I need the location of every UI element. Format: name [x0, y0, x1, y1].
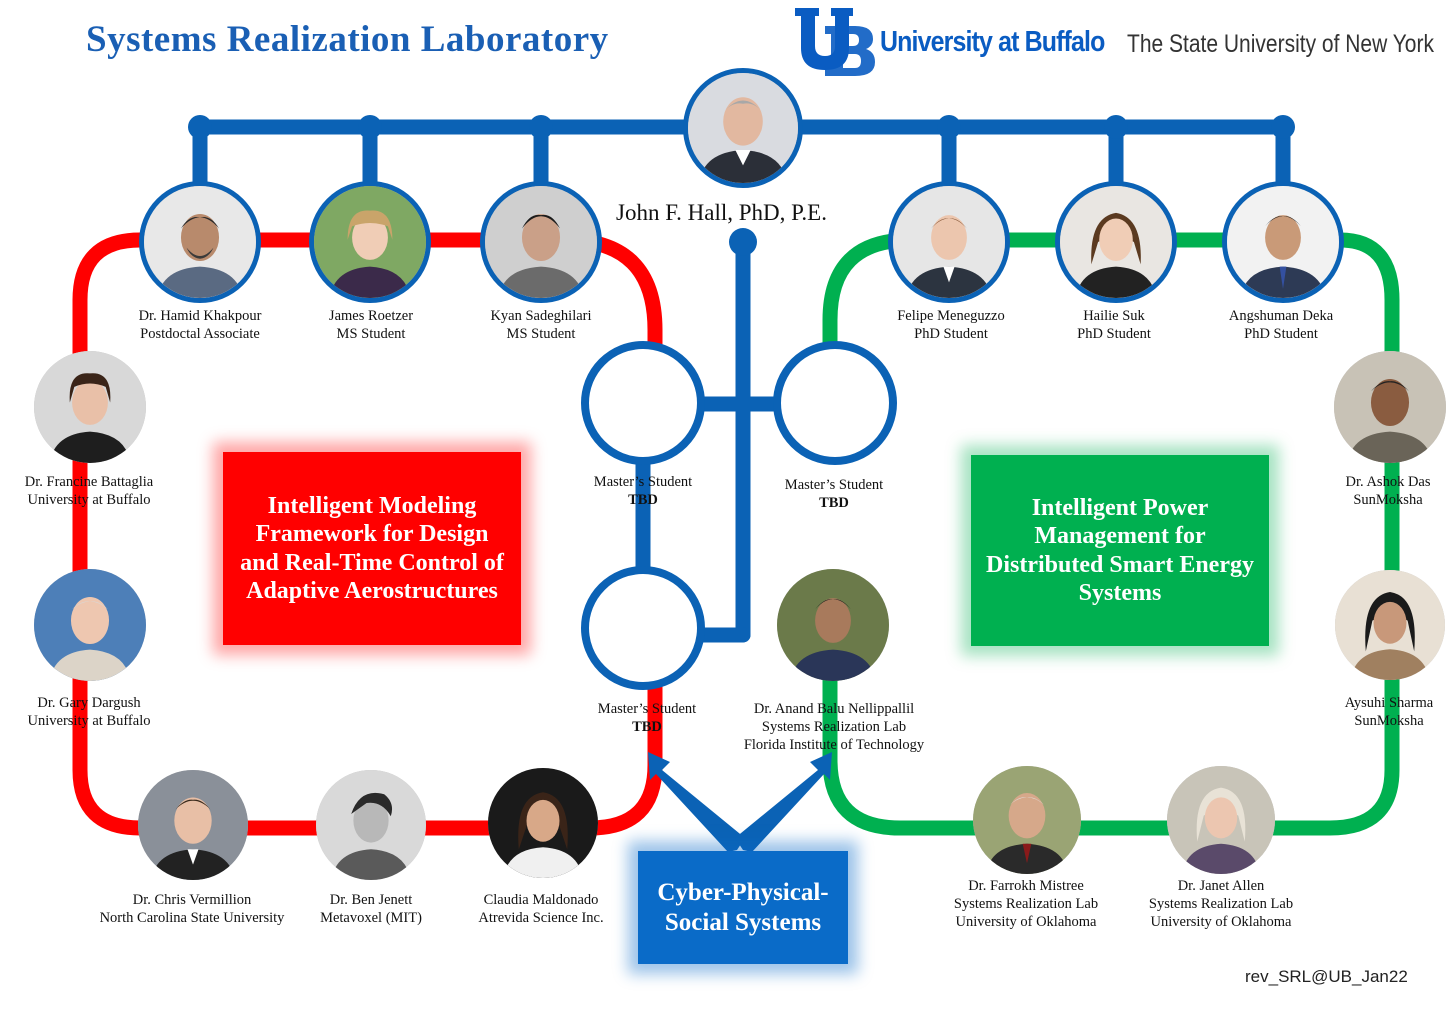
- person-caption: Kyan Sadeghilari MS Student: [490, 307, 591, 343]
- avatar: [34, 569, 146, 681]
- open-position-circle: [581, 566, 705, 690]
- avatar: [139, 181, 261, 303]
- open-position-caption: Master’s Student TBD: [598, 700, 696, 736]
- avatar: [488, 768, 598, 878]
- person-caption: Dr. Farrokh Mistree Systems Realization …: [954, 877, 1098, 931]
- person-caption: Dr. Anand Balu Nellippallil Systems Real…: [744, 700, 924, 754]
- open-position-circle: [581, 341, 705, 465]
- person-role: University at Buffalo: [27, 713, 151, 729]
- avatar: [1055, 181, 1177, 303]
- person-caption: Dr. Ben Jenett Metavoxel (MIT): [320, 891, 422, 927]
- person-name: Dr. Janet Allen: [1177, 878, 1265, 894]
- open-position-circle: [773, 341, 897, 465]
- research-area-cps: Cyber-Physical-Social Systems: [638, 851, 848, 964]
- person-caption: Angshuman Deka PhD Student: [1229, 307, 1333, 343]
- director-name: John F. Hall, PhD, P.E.: [616, 200, 827, 225]
- person-role: MS Student: [336, 326, 406, 342]
- person-role: Systems Realization Lab: [953, 896, 1099, 912]
- research-area-aerostructures: Intelligent Modeling Framework for Desig…: [223, 452, 521, 645]
- open-position-caption: Master’s Student TBD: [785, 476, 883, 512]
- person-name: Hailie Suk: [1083, 308, 1145, 324]
- research-area-energy: Intelligent Power Management for Distrib…: [971, 455, 1269, 646]
- avatar: [1222, 181, 1344, 303]
- open-position-caption: Master’s Student TBD: [594, 473, 692, 509]
- person-name: Dr. Chris Vermillion: [132, 892, 252, 908]
- person-role: Metavoxel (MIT): [320, 910, 422, 926]
- person-role: Atrevida Science Inc.: [478, 910, 604, 926]
- person-role: SunMoksha: [1354, 713, 1424, 729]
- person-role: Postdoctal Associate: [140, 326, 260, 342]
- position-title: Master’s Student: [593, 474, 693, 490]
- revision-label: rev_SRL@UB_Jan22: [1245, 967, 1408, 986]
- person-affiliation: Florida Institute of Technology: [743, 737, 925, 753]
- person-role: MS Student: [506, 326, 576, 342]
- person-caption: Dr. Francine Battaglia University at Buf…: [25, 473, 153, 509]
- avatar: [973, 766, 1081, 874]
- blue-junction-dots: [188, 115, 1295, 256]
- person-name: Dr. Farrokh Mistree: [968, 878, 1084, 894]
- avatar: [316, 770, 426, 880]
- position-title: Master’s Student: [784, 477, 884, 493]
- avatar: [309, 181, 431, 303]
- person-role: SunMoksha: [1353, 492, 1423, 508]
- person-caption: Dr. Chris Vermillion North Carolina Stat…: [100, 891, 285, 927]
- person-name: Felipe Meneguzzo: [897, 308, 1005, 324]
- avatar: [1335, 570, 1445, 680]
- person-name: Dr. Ben Jenett: [329, 892, 413, 908]
- person-caption: James Roetzer MS Student: [329, 307, 413, 343]
- person-name: Kyan Sadeghilari: [490, 308, 592, 324]
- person-caption: Aysuhi Sharma SunMoksha: [1345, 694, 1433, 730]
- person-name: Angshuman Deka: [1228, 308, 1334, 324]
- person-affiliation: University of Oklahoma: [1150, 914, 1292, 930]
- university-subtitle: The State University of New York: [1127, 30, 1434, 58]
- position-title: Master’s Student: [597, 701, 697, 717]
- person-name: Dr. Gary Dargush: [37, 695, 141, 711]
- avatar: [1167, 766, 1275, 874]
- person-role: North Carolina State University: [99, 910, 285, 926]
- avatar: [138, 770, 248, 880]
- university-name: University at Buffalo: [880, 26, 1105, 58]
- page-title: Systems Realization Laboratory: [86, 19, 609, 60]
- person-name: Aysuhi Sharma: [1344, 695, 1434, 711]
- person-name: Dr. Hamid Khakpour: [138, 308, 262, 324]
- person-name: Dr. Anand Balu Nellippallil: [753, 701, 915, 717]
- ub-logo-icon: [795, 8, 875, 76]
- director-photo: [683, 68, 803, 188]
- person-role: Systems Realization Lab: [1148, 896, 1294, 912]
- cps-arrows: [648, 752, 832, 852]
- person-caption: Dr. Ashok Das SunMoksha: [1346, 473, 1431, 509]
- person-role: University at Buffalo: [27, 492, 151, 508]
- person-caption: Hailie Suk PhD Student: [1077, 307, 1151, 343]
- person-caption: Felipe Meneguzzo PhD Student: [897, 307, 1005, 343]
- red-loop-line: [72, 232, 663, 836]
- avatar: [1334, 351, 1446, 463]
- person-caption: Dr. Hamid Khakpour Postdoctal Associate: [139, 307, 262, 343]
- avatar: [480, 181, 602, 303]
- person-role: PhD Student: [1077, 326, 1151, 342]
- person-name: Dr. Francine Battaglia: [24, 474, 154, 490]
- person-affiliation: University of Oklahoma: [955, 914, 1097, 930]
- person-name: James Roetzer: [328, 308, 414, 324]
- person-name: Claudia Maldonado: [483, 892, 599, 908]
- position-status: TBD: [632, 719, 662, 735]
- person-role: Systems Realization Lab: [761, 719, 907, 735]
- person-role: PhD Student: [1244, 326, 1318, 342]
- avatar: [777, 569, 889, 681]
- person-caption: Dr. Janet Allen Systems Realization Lab …: [1149, 877, 1293, 931]
- person-role: PhD Student: [914, 326, 988, 342]
- avatar: [888, 181, 1010, 303]
- person-caption: Claudia Maldonado Atrevida Science Inc.: [478, 891, 603, 927]
- person-caption: Dr. Gary Dargush University at Buffalo: [28, 694, 151, 730]
- avatar: [34, 351, 146, 463]
- green-loop-line: [822, 232, 1400, 836]
- position-status: TBD: [819, 495, 849, 511]
- position-status: TBD: [628, 492, 658, 508]
- person-name: Dr. Ashok Das: [1345, 474, 1431, 490]
